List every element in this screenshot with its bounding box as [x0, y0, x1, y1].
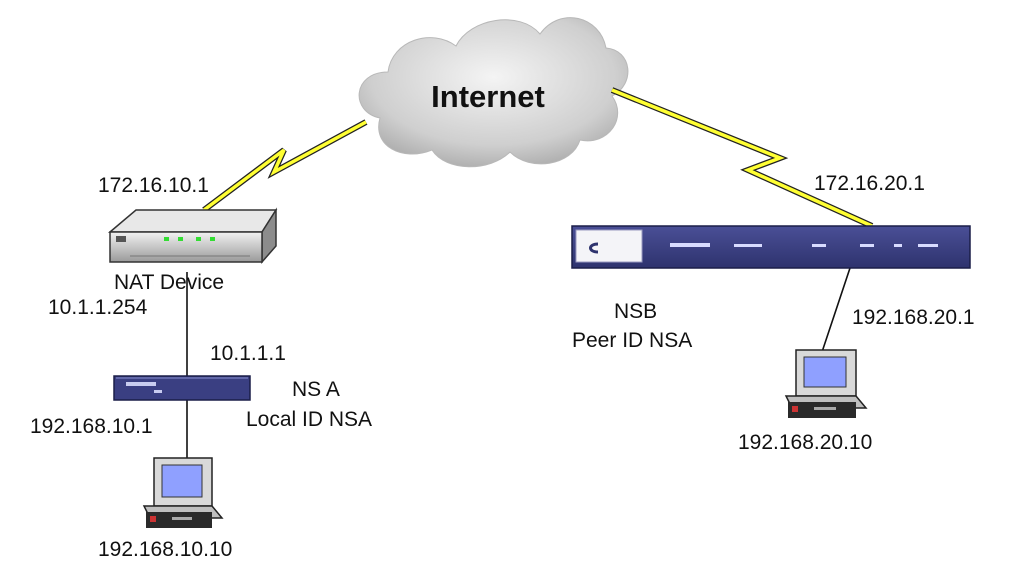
- ns-b-peer-id-label: Peer ID NSA: [572, 329, 692, 352]
- ns-b-outside-ip-label: 172.16.20.1: [814, 172, 925, 195]
- ns-b-device-icon: [571, 225, 971, 269]
- wan-link-right: [610, 87, 874, 229]
- nat-lan-ip-label: 10.1.1.254: [48, 296, 148, 319]
- ns-a-device-icon: [113, 375, 251, 401]
- ns-a-local-id-label: Local ID NSA: [246, 408, 372, 431]
- host-a-computer-icon: [142, 457, 224, 528]
- nat-device-icon: [107, 207, 278, 264]
- internet-label: Internet: [431, 79, 545, 114]
- ns-a-inside-ip-label: 192.168.10.1: [30, 415, 153, 438]
- nat-device-label: NAT Device: [114, 271, 224, 294]
- ns-b-name-label: NSB: [614, 300, 657, 323]
- nat-wan-ip-label: 172.16.10.1: [98, 174, 209, 197]
- host-b-computer-icon: [784, 349, 868, 418]
- ns-b-inside-ip-label: 192.168.20.1: [852, 306, 975, 329]
- wan-link-left: [202, 119, 368, 213]
- host-b-ip-label: 192.168.20.10: [738, 431, 872, 454]
- ns-a-outside-ip-label: 10.1.1.1: [210, 342, 286, 365]
- host-a-ip-label: 192.168.10.10: [98, 538, 232, 561]
- ns-a-name-label: NS A: [292, 378, 340, 401]
- internet-cloud: Internet: [358, 17, 629, 168]
